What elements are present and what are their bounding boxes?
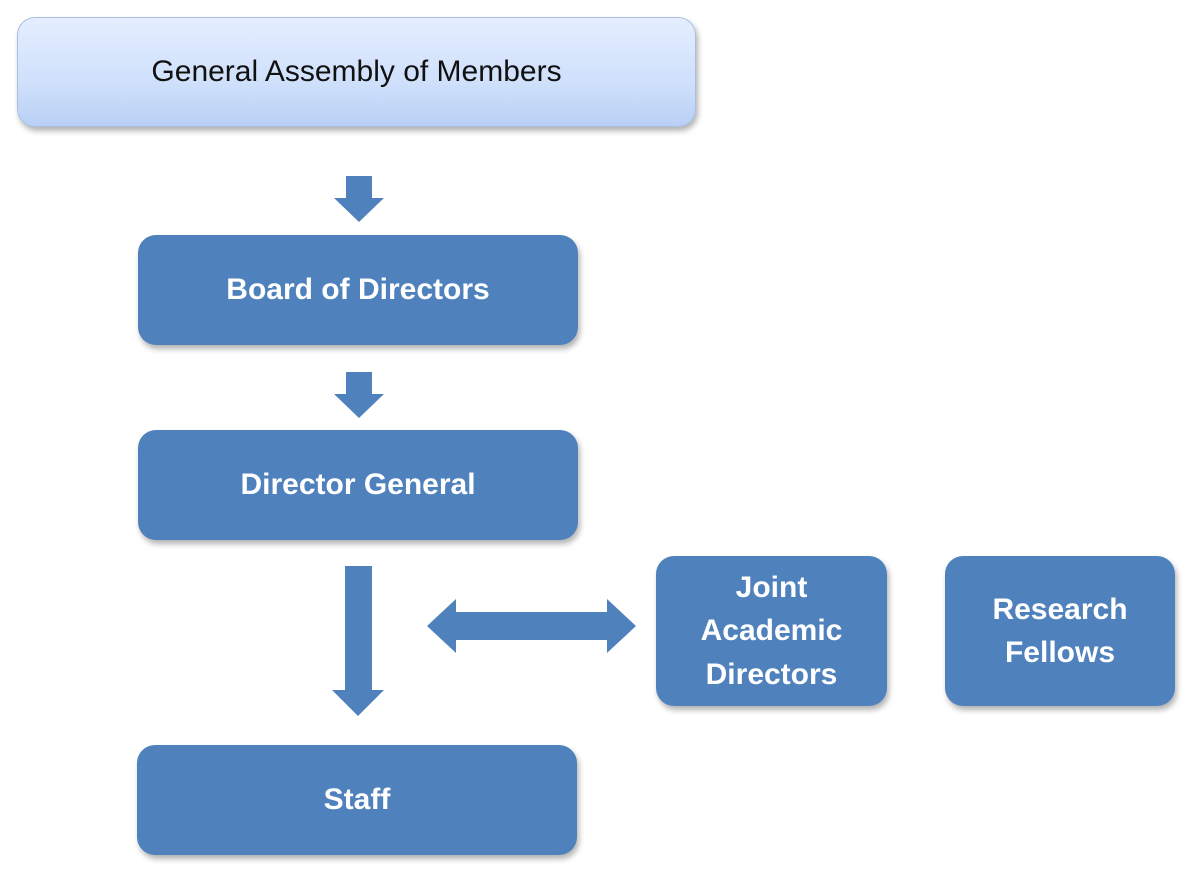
arrow-down-director-to-staff (332, 566, 384, 716)
arrow-double-staff-to-joint-academic (427, 599, 636, 653)
director-general-label: Director General (240, 468, 476, 502)
staff-node: Staff (137, 745, 577, 855)
board-of-directors-node: Board of Directors (138, 235, 578, 345)
general-assembly-label: General Assembly of Members (151, 55, 562, 88)
staff-label: Staff (323, 783, 391, 817)
research-fellows-label-line2: Fellows (1004, 636, 1116, 669)
research-fellows-label-line1: Research (992, 592, 1128, 626)
joint-academic-label-line1: Joint (735, 570, 808, 604)
research-fellows-node: Research Fellows (945, 556, 1175, 706)
joint-academic-directors-node: Joint Academic Directors (656, 556, 887, 706)
arrow-down-assembly-to-board (334, 176, 384, 222)
joint-academic-label-line2: Academic (700, 614, 843, 648)
general-assembly-node: General Assembly of Members (17, 17, 696, 127)
joint-academic-label-line3: Directors (705, 657, 838, 691)
director-general-node: Director General (138, 430, 578, 540)
board-of-directors-label: Board of Directors (226, 273, 490, 307)
arrow-down-board-to-director (334, 372, 384, 418)
